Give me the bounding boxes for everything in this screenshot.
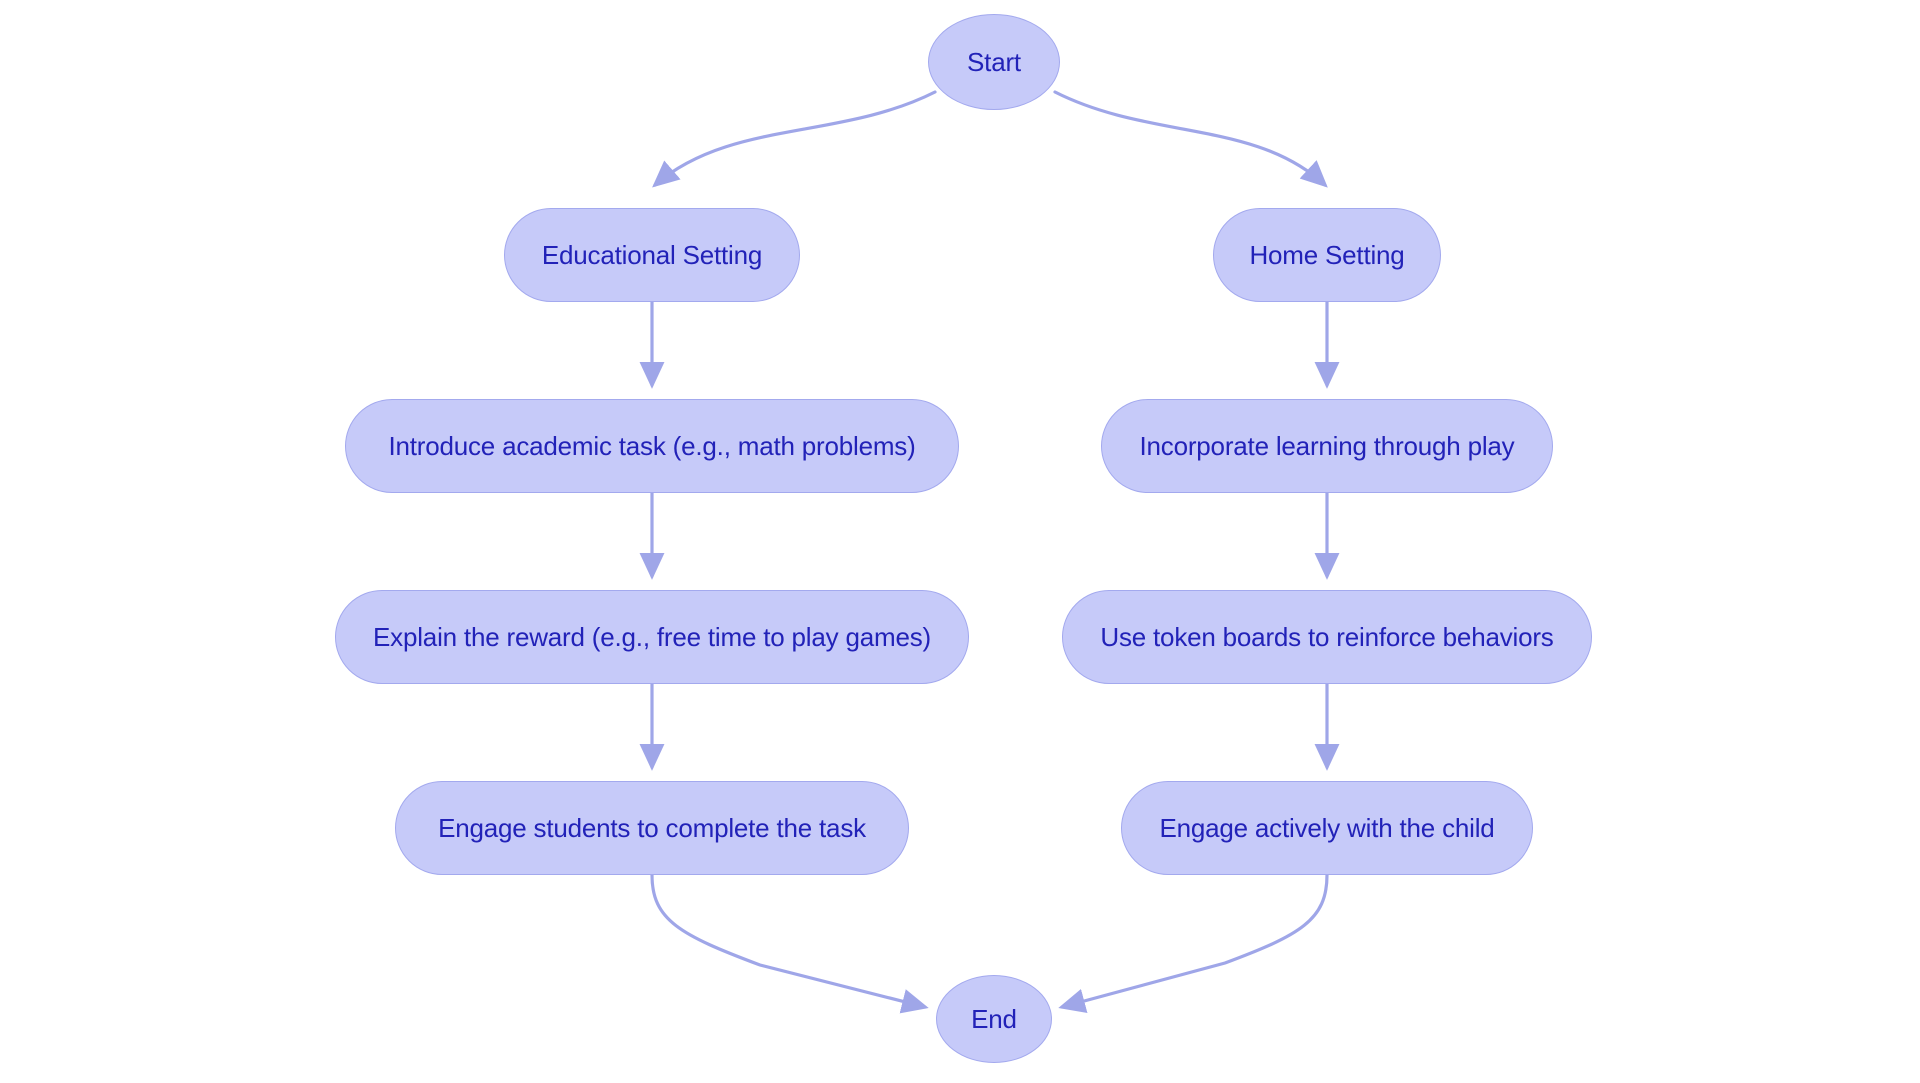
node-engage-actively-label: Engage actively with the child	[1159, 813, 1495, 843]
node-engage-students-label: Engage students to complete the task	[438, 813, 866, 843]
node-home-setting[interactable]: Home Setting	[1213, 208, 1441, 302]
edge-start-to-educational-setting	[652, 90, 937, 188]
node-explain-the-reward[interactable]: Explain the reward (e.g., free time to p…	[335, 590, 969, 684]
node-explain-the-reward-label: Explain the reward (e.g., free time to p…	[373, 622, 931, 652]
node-incorporate-learning-through-play[interactable]: Incorporate learning through play	[1101, 399, 1553, 493]
edge-engage-actively-to-end	[1058, 873, 1329, 1014]
node-use-token-boards-label: Use token boards to reinforce behaviors	[1100, 622, 1554, 652]
node-start-label: Start	[967, 47, 1021, 77]
node-home-setting-label: Home Setting	[1249, 240, 1405, 270]
node-engage-actively[interactable]: Engage actively with the child	[1121, 781, 1533, 875]
node-engage-students[interactable]: Engage students to complete the task	[395, 781, 909, 875]
edge-engage-students-to-end	[650, 873, 929, 1014]
node-start[interactable]: Start	[928, 14, 1060, 110]
node-incorporate-learning-through-play-label: Incorporate learning through play	[1139, 431, 1515, 461]
node-introduce-academic-task[interactable]: Introduce academic task (e.g., math prob…	[345, 399, 959, 493]
node-introduce-academic-task-label: Introduce academic task (e.g., math prob…	[388, 431, 916, 461]
node-educational-setting-label: Educational Setting	[541, 240, 763, 270]
node-use-token-boards[interactable]: Use token boards to reinforce behaviors	[1062, 590, 1592, 684]
edge-start-to-home-setting	[1053, 90, 1328, 188]
node-end[interactable]: End	[936, 975, 1052, 1063]
edges-group	[639, 90, 1340, 1014]
node-educational-setting[interactable]: Educational Setting	[504, 208, 800, 302]
node-end-label: End	[971, 1004, 1017, 1034]
